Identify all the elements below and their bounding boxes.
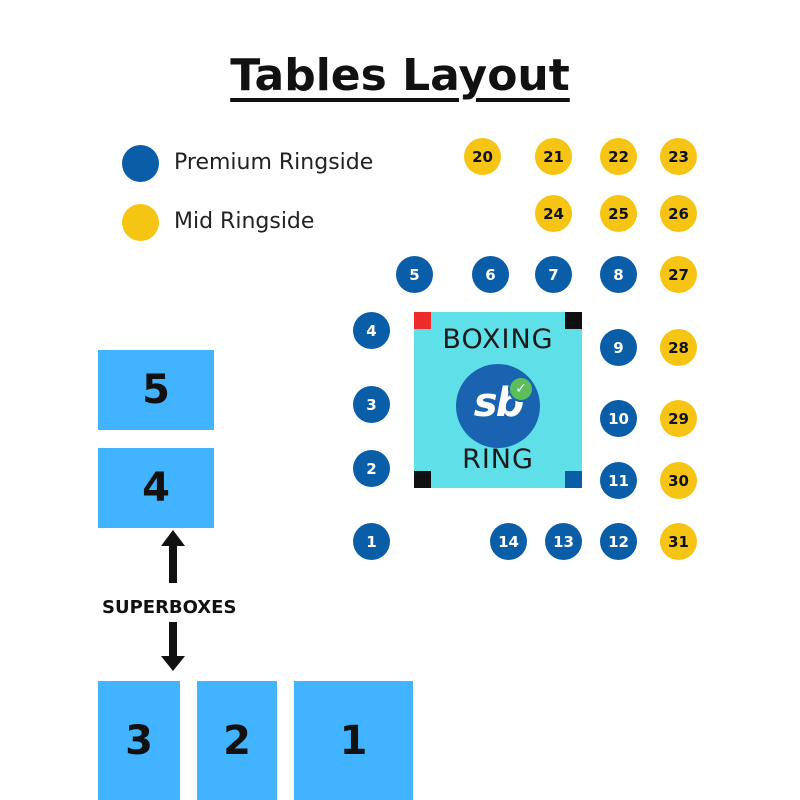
premium-table[interactable]: 1 — [353, 523, 390, 560]
ring-corner-black — [565, 312, 582, 329]
superboxes-label: SUPERBOXES — [102, 597, 237, 618]
mid-color-swatch — [122, 204, 159, 241]
premium-table[interactable]: 8 — [600, 256, 637, 293]
page-title: Tables Layout — [230, 50, 570, 101]
mid-table[interactable]: 22 — [600, 138, 637, 175]
premium-table[interactable]: 11 — [600, 462, 637, 499]
arrow-down-icon — [161, 622, 185, 671]
premium-table[interactable]: 12 — [600, 523, 637, 560]
legend-premium-label: Premium Ringside — [174, 150, 374, 175]
premium-table[interactable]: 5 — [396, 256, 433, 293]
ring-corner-red — [414, 312, 431, 329]
mid-table[interactable]: 27 — [660, 256, 697, 293]
premium-table[interactable]: 9 — [600, 329, 637, 366]
mid-table[interactable]: 26 — [660, 195, 697, 232]
mid-table[interactable]: 25 — [600, 195, 637, 232]
mid-table[interactable]: 30 — [660, 462, 697, 499]
sb-logo-icon: sb ✓ — [456, 364, 540, 448]
superbox[interactable]: 5 — [98, 350, 214, 430]
mid-table[interactable]: 24 — [535, 195, 572, 232]
premium-table[interactable]: 10 — [600, 400, 637, 437]
mid-table[interactable]: 23 — [660, 138, 697, 175]
mid-table[interactable]: 20 — [464, 138, 501, 175]
superbox[interactable]: 1 — [294, 681, 413, 800]
check-icon: ✓ — [508, 376, 534, 402]
ring-corner-black — [414, 471, 431, 488]
ring-label-bottom: RING — [462, 444, 534, 475]
mid-table[interactable]: 28 — [660, 329, 697, 366]
premium-table[interactable]: 4 — [353, 312, 390, 349]
arrow-up-icon — [161, 530, 185, 583]
premium-table[interactable]: 13 — [545, 523, 582, 560]
premium-color-swatch — [122, 145, 159, 182]
superbox[interactable]: 4 — [98, 448, 214, 528]
legend-mid-label: Mid Ringside — [174, 209, 315, 234]
ring-label-top: BOXING — [442, 324, 554, 355]
ring-corner-blue — [565, 471, 582, 488]
premium-table[interactable]: 6 — [472, 256, 509, 293]
premium-table[interactable]: 7 — [535, 256, 572, 293]
premium-table[interactable]: 2 — [353, 450, 390, 487]
mid-table[interactable]: 31 — [660, 523, 697, 560]
premium-table[interactable]: 3 — [353, 386, 390, 423]
mid-table[interactable]: 29 — [660, 400, 697, 437]
mid-table[interactable]: 21 — [535, 138, 572, 175]
boxing-ring: BOXING sb ✓ RING — [414, 312, 582, 488]
superbox[interactable]: 2 — [197, 681, 277, 800]
premium-table[interactable]: 14 — [490, 523, 527, 560]
logo-wordmark: sb — [473, 380, 524, 426]
superbox[interactable]: 3 — [98, 681, 180, 800]
